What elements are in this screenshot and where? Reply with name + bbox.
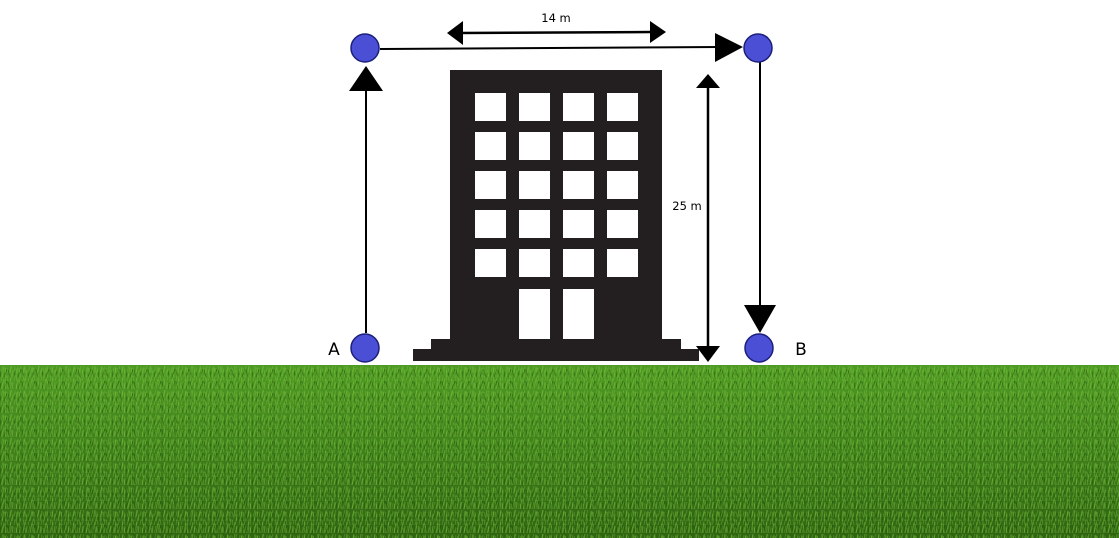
- height-label: 25 m: [672, 199, 702, 213]
- building-icon: [413, 70, 699, 361]
- point-b-label: B: [795, 340, 807, 360]
- building-door: [519, 289, 594, 339]
- path-up-arrow: [349, 66, 383, 333]
- height-dimension-arrow: [696, 74, 720, 362]
- point-top-left: [350, 33, 380, 63]
- building-windows: [475, 93, 638, 277]
- point-a-label: A: [328, 340, 340, 360]
- path-down-arrow: [744, 62, 776, 333]
- point-b: [744, 333, 774, 363]
- point-top-right: [743, 33, 773, 63]
- width-dimension-arrow: [447, 21, 666, 45]
- grass-ground: [0, 365, 1119, 538]
- width-label: 14 m: [541, 11, 571, 25]
- point-a: [350, 333, 380, 363]
- path-across-arrow: [379, 33, 743, 62]
